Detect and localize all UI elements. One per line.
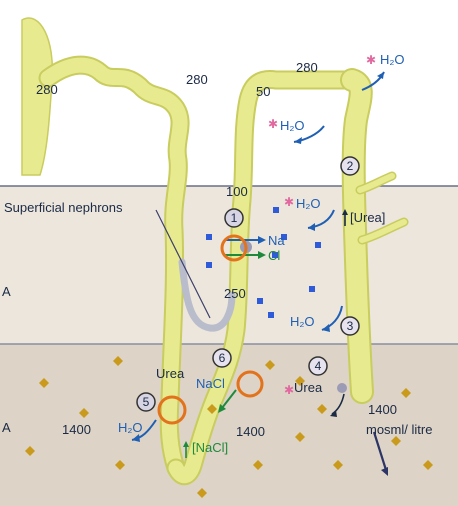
water-arrowheads bbox=[132, 72, 384, 442]
water-label-5: H₂O bbox=[118, 420, 143, 435]
step-4: 4 bbox=[315, 359, 322, 373]
star-markers: ✱ ✱ ✱ ✱ bbox=[268, 53, 376, 397]
duct-branch-2-fill bbox=[359, 219, 407, 243]
nacl-6-label: NaCl bbox=[196, 376, 225, 391]
zone-a-top: A bbox=[2, 284, 11, 299]
ascending-limb bbox=[168, 72, 360, 484]
step-markers bbox=[136, 156, 360, 412]
nacl-arrow bbox=[221, 389, 237, 409]
osm-280-right: 280 bbox=[296, 60, 318, 75]
step-2: 2 bbox=[347, 159, 354, 173]
cl-label: Cl bbox=[268, 248, 280, 263]
urea-out-arrowhead bbox=[330, 410, 337, 417]
urea-4-label: Urea bbox=[294, 380, 323, 395]
zone-a-bottom: A bbox=[2, 420, 11, 435]
orange-circle-1 bbox=[220, 234, 248, 262]
cl-arrowhead bbox=[258, 251, 266, 259]
osm-1400-right: 1400 bbox=[368, 402, 397, 417]
svg-text:✱: ✱ bbox=[268, 117, 278, 131]
na-label: Na bbox=[268, 233, 285, 248]
nacl-arrowhead bbox=[218, 404, 226, 413]
osm-1400-center: 1400 bbox=[236, 424, 265, 439]
nacl-up-arrowhead bbox=[183, 441, 189, 447]
osm-280-mid: 280 bbox=[186, 72, 208, 87]
svg-text:✱: ✱ bbox=[284, 383, 294, 397]
superficial-label: Superficial nephrons bbox=[4, 200, 123, 215]
step-6: 6 bbox=[219, 351, 226, 365]
svg-text:✱: ✱ bbox=[284, 195, 294, 209]
step-5: 5 bbox=[143, 395, 150, 409]
step-1: 1 bbox=[231, 211, 238, 225]
osm-50: 50 bbox=[256, 84, 270, 99]
vasa-recta bbox=[178, 258, 236, 332]
orange-circle-6 bbox=[236, 370, 264, 398]
osm-1400-left: 1400 bbox=[62, 422, 91, 437]
osm-100: 100 bbox=[226, 184, 248, 199]
water-label-2: H₂O bbox=[280, 118, 305, 133]
collecting-duct bbox=[342, 70, 372, 402]
water-label-4: H₂O bbox=[290, 314, 315, 329]
urea-6-label: Urea bbox=[156, 366, 185, 381]
nacl-bottom-label: [NaCl] bbox=[192, 440, 228, 455]
proximal-tubule bbox=[40, 57, 188, 476]
cortex-zone bbox=[0, 0, 458, 186]
units-label: mosml/ litre bbox=[366, 422, 432, 437]
solute-squares bbox=[206, 207, 321, 318]
orange-circle-5 bbox=[157, 395, 187, 425]
superficial-pointer-line bbox=[155, 209, 211, 319]
urea-transporter-dot bbox=[337, 383, 347, 393]
osm-250: 250 bbox=[224, 286, 246, 301]
svg-text:✱: ✱ bbox=[366, 53, 376, 67]
duct-branch-1-fill bbox=[357, 173, 395, 193]
urea-up-arrowhead bbox=[342, 209, 348, 215]
na-arrowhead bbox=[258, 236, 266, 244]
urea-diamonds bbox=[25, 356, 433, 498]
outflow-arrow bbox=[372, 431, 388, 471]
urea-up-label: [Urea] bbox=[350, 210, 385, 225]
water-label-3: H₂O bbox=[296, 196, 321, 211]
water-label-1: H₂O bbox=[380, 52, 405, 67]
outflow-arrowhead bbox=[381, 467, 388, 476]
osm-280-left: 280 bbox=[36, 82, 58, 97]
step-3: 3 bbox=[347, 319, 354, 333]
